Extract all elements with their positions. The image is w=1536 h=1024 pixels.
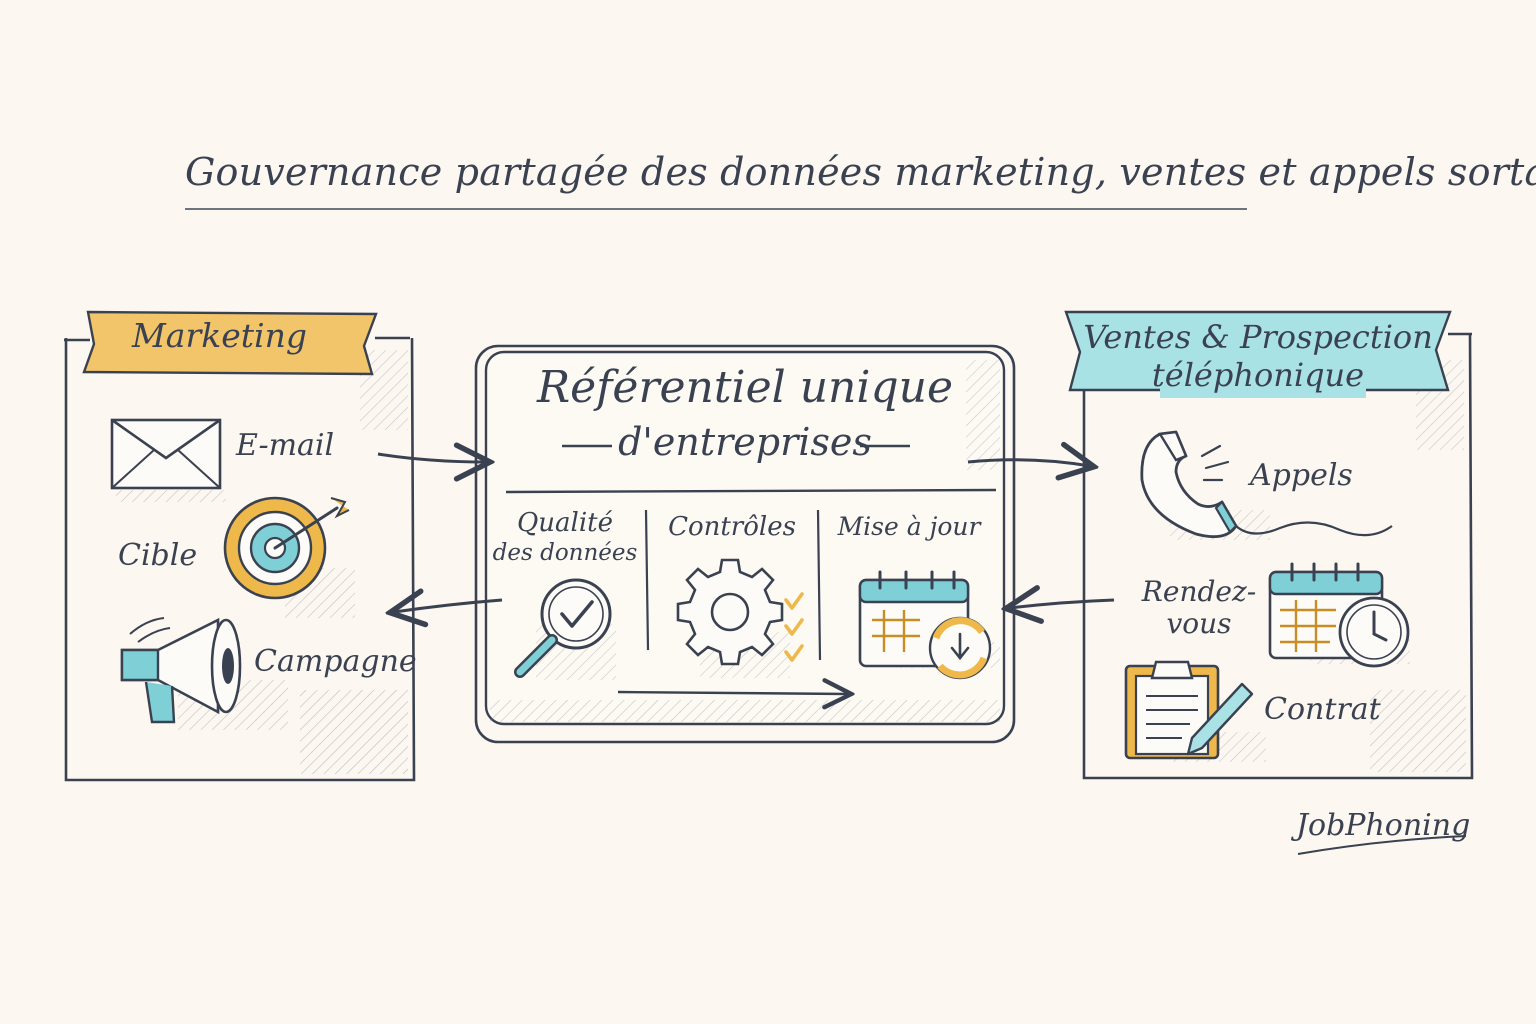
- marketing-item-campaign: Campagne: [254, 644, 417, 679]
- brand-logo-text: JobPhoning: [1296, 808, 1471, 843]
- clipboard-pen-icon: [1124, 660, 1266, 762]
- phone-icon: [1140, 430, 1393, 540]
- sales-banner: [1064, 310, 1452, 398]
- marketing-item-target: Cible: [118, 538, 198, 573]
- arrow-marketing-to-center: [377, 454, 486, 462]
- marketing-title: Marketing: [132, 316, 307, 355]
- center-column-quality-line2: des données: [492, 540, 638, 566]
- center-column-quality: Qualité des données: [490, 508, 640, 568]
- sales-item-appointment-line1: Rendez-: [1141, 575, 1257, 608]
- arrow-sales-to-center: [1010, 600, 1115, 608]
- sales-title-line2: téléphonique: [1151, 356, 1365, 394]
- marketing-panel: [64, 310, 416, 782]
- sales-panel: [1064, 310, 1474, 780]
- megaphone-icon: [120, 617, 288, 730]
- envelope-icon: [110, 418, 226, 502]
- center-column-quality-line1: Qualité: [516, 508, 614, 538]
- magnifier-check-icon: [514, 578, 616, 680]
- marketing-item-email: E-mail: [236, 428, 335, 463]
- marketing-banner: [82, 310, 378, 376]
- arrow-center-to-marketing: [394, 600, 503, 612]
- calendar-sync-icon: [858, 570, 1000, 680]
- center-subtitle: d'entreprises: [618, 420, 872, 464]
- calendar-clock-icon: [1268, 562, 1410, 668]
- gear-checklist-icon: [676, 558, 804, 678]
- brand-swash: [1297, 835, 1467, 855]
- sales-item-appointment-line2: vous: [1166, 607, 1232, 640]
- sales-item-contract: Contrat: [1264, 692, 1381, 727]
- sales-title-line1: Ventes & Prospection: [1083, 318, 1433, 356]
- center-column-update: Mise à jour: [837, 512, 981, 541]
- sales-title: Ventes & Prospection téléphonique: [1078, 318, 1438, 394]
- sales-item-calls: Appels: [1250, 458, 1353, 493]
- target-icon: [223, 496, 355, 618]
- sales-item-appointment: Rendez- vous: [1140, 576, 1258, 640]
- title-underline: [185, 208, 1247, 210]
- center-column-controls: Contrôles: [668, 512, 796, 542]
- center-title: Référentiel unique: [536, 362, 954, 413]
- arrow-center-to-sales: [967, 460, 1090, 466]
